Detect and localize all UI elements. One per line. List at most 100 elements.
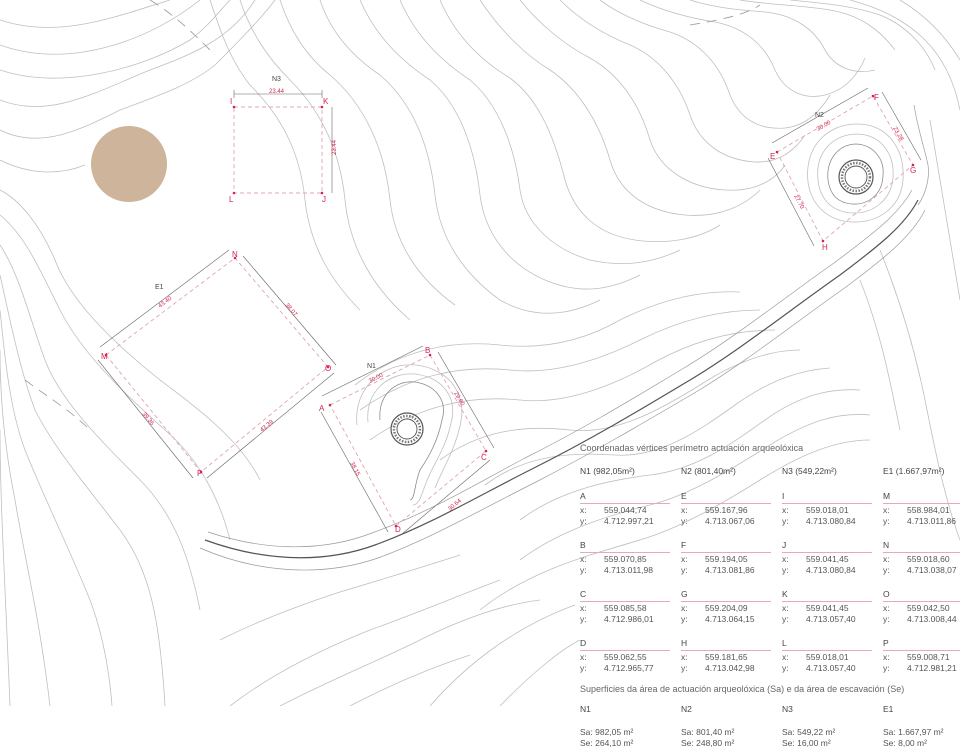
vertex-name: A xyxy=(580,491,670,504)
vertex-label-p: P xyxy=(197,469,202,478)
surface-sa: Sa: 982,05 m² xyxy=(580,727,634,737)
coord-y-value: 4.713.057,40 xyxy=(806,614,856,624)
coord-column-n1: N1 (982,05m²) A x:559.044,74 y:4.712.997… xyxy=(580,466,681,687)
axis-x-label: x: xyxy=(681,652,688,662)
vertex-label-b: B xyxy=(425,346,430,355)
surface-column-n2: N2 Sa: 801,40 m² Se: 248,80 m² xyxy=(681,704,782,749)
vertex-name: M xyxy=(883,491,960,504)
surface-sa: Sa: 801,40 m² xyxy=(681,727,735,737)
perimeter-n3: N3 23.44 23.44 I K J L xyxy=(229,76,338,204)
surface-column-n3: N3 Sa: 549,22 m² Se: 16,00 m² xyxy=(782,704,883,749)
vertex-b-dot xyxy=(428,353,432,357)
axis-x-label: x: xyxy=(883,603,890,613)
axis-x-label: x: xyxy=(580,554,587,564)
vertex-name: G xyxy=(681,589,771,602)
vertex-block: O x:559.042,50 y:4.713.008,44 xyxy=(883,589,960,625)
coord-y-value: 4.712.981,21 xyxy=(907,663,957,673)
axis-y-label: y: xyxy=(681,516,688,526)
coord-y-value: 4.712.997,21 xyxy=(604,516,654,526)
perimeter-n1: N1 30.00 29.60 38.15 30.64 A B C D xyxy=(319,345,495,535)
axis-y-label: y: xyxy=(580,663,587,673)
dim-n1-cd: 30.64 xyxy=(447,498,463,513)
vertex-a-dot xyxy=(328,403,332,407)
axis-y-label: y: xyxy=(681,565,688,575)
coord-column-e1: E1 (1.667,97m²) M x:558.984,01 y:4.713.0… xyxy=(883,466,960,687)
structure-n1 xyxy=(390,412,424,446)
surface-se: Se: 248,80 m² xyxy=(681,738,735,748)
vertex-label-h: H xyxy=(822,243,828,252)
vertex-j-dot xyxy=(320,105,324,109)
coordinates-panel: Coordenadas vértices perímetro actuación… xyxy=(580,443,960,749)
coord-y-value: 4.713.067,06 xyxy=(705,516,755,526)
coord-x-value: 559.181,65 xyxy=(705,652,748,662)
vertex-i-dot xyxy=(232,105,236,109)
zone-label-n3: N3 xyxy=(272,76,281,83)
vertex-block: N x:559.018,60 y:4.713.038,07 xyxy=(883,540,960,576)
vertex-d-dot xyxy=(394,524,398,528)
vertex-label-a: A xyxy=(319,404,325,413)
axis-y-label: y: xyxy=(782,663,789,673)
axis-x-label: x: xyxy=(681,554,688,564)
site-plan-map: N3 23.44 23.44 I K J L E1 43.40 38.07 43… xyxy=(0,0,960,706)
surface-sa: Sa: 1.667,97 m² xyxy=(883,727,944,737)
surface-se: Se: 16,00 m² xyxy=(782,738,831,748)
axis-x-label: x: xyxy=(580,505,587,515)
coord-y-value: 4.713.080,84 xyxy=(806,516,856,526)
vertex-c-dot xyxy=(484,449,488,453)
coord-column-header: N2 (801,40m²) xyxy=(681,466,736,476)
coord-y-value: 4.713.042,98 xyxy=(705,663,755,673)
axis-x-label: x: xyxy=(580,652,587,662)
vertex-label-o: O xyxy=(325,364,331,373)
coord-x-value: 559.085,58 xyxy=(604,603,647,613)
coord-column-header: N3 (549,22m²) xyxy=(782,466,837,476)
dashed-tracks xyxy=(24,0,761,431)
dim-e1-op: 43.39 xyxy=(259,419,275,434)
vertex-o-dot xyxy=(326,365,330,369)
vertex-label-c: C xyxy=(481,453,487,462)
vertex-block: C x:559.085,58 y:4.712.986,01 xyxy=(580,589,670,625)
vertex-block: K x:559.041,45 y:4.713.057,40 xyxy=(782,589,872,625)
vertex-name: N xyxy=(883,540,960,553)
dim-n3-top: 23.44 xyxy=(269,89,285,95)
coord-y-value: 4.713.008,44 xyxy=(907,614,957,624)
vertex-name: F xyxy=(681,540,771,553)
vertex-name: K xyxy=(782,589,872,602)
vertex-block: M x:558.984,01 y:4.713.011,86 xyxy=(883,491,960,527)
coord-x-value: 559.018,01 xyxy=(806,652,849,662)
coord-y-value: 4.713.064,15 xyxy=(705,614,755,624)
vertex-block: I x:559.018,01 y:4.713.080,84 xyxy=(782,491,872,527)
dim-n3-right: 23.44 xyxy=(332,139,338,155)
coord-y-value: 4.713.038,07 xyxy=(907,565,957,575)
zone-label-n2: N2 xyxy=(815,112,824,119)
coord-column-header: N1 (982,05m²) xyxy=(580,466,635,476)
coord-x-value: 559.042,50 xyxy=(907,603,950,613)
axis-x-label: x: xyxy=(580,603,587,613)
axis-x-label: x: xyxy=(782,554,789,564)
coord-x-value: 559.008,71 xyxy=(907,652,950,662)
axis-x-label: x: xyxy=(782,603,789,613)
vertex-e-dot xyxy=(775,150,779,154)
vertex-n-dot xyxy=(233,256,237,260)
axis-y-label: y: xyxy=(883,614,890,624)
axis-y-label: y: xyxy=(883,565,890,575)
vertex-name: H xyxy=(681,638,771,651)
vertex-label-n: N xyxy=(232,250,238,259)
dim-e1-pm: 39.36 xyxy=(140,411,155,427)
dim-n1-ad: 38.15 xyxy=(348,461,361,478)
axis-y-label: y: xyxy=(580,516,587,526)
zone-label-n1: N1 xyxy=(367,363,376,370)
location-marker-circle xyxy=(91,126,167,202)
vertex-name: E xyxy=(681,491,771,504)
coord-y-value: 4.712.965,77 xyxy=(604,663,654,673)
coord-x-value: 559.167,96 xyxy=(705,505,748,515)
coord-column-n3: N3 (549,22m²) I x:559.018,01 y:4.713.080… xyxy=(782,466,883,687)
axis-x-label: x: xyxy=(883,554,890,564)
vertex-label-k: J xyxy=(322,195,326,204)
vertex-name: B xyxy=(580,540,670,553)
coord-y-value: 4.713.080,84 xyxy=(806,565,856,575)
vertex-k-dot xyxy=(320,191,324,195)
vertex-l-dot xyxy=(232,191,236,195)
coord-y-value: 4.712.986,01 xyxy=(604,614,654,624)
vertex-block: F x:559.194,05 y:4.713.081,86 xyxy=(681,540,771,576)
vertex-name: I xyxy=(782,491,872,504)
